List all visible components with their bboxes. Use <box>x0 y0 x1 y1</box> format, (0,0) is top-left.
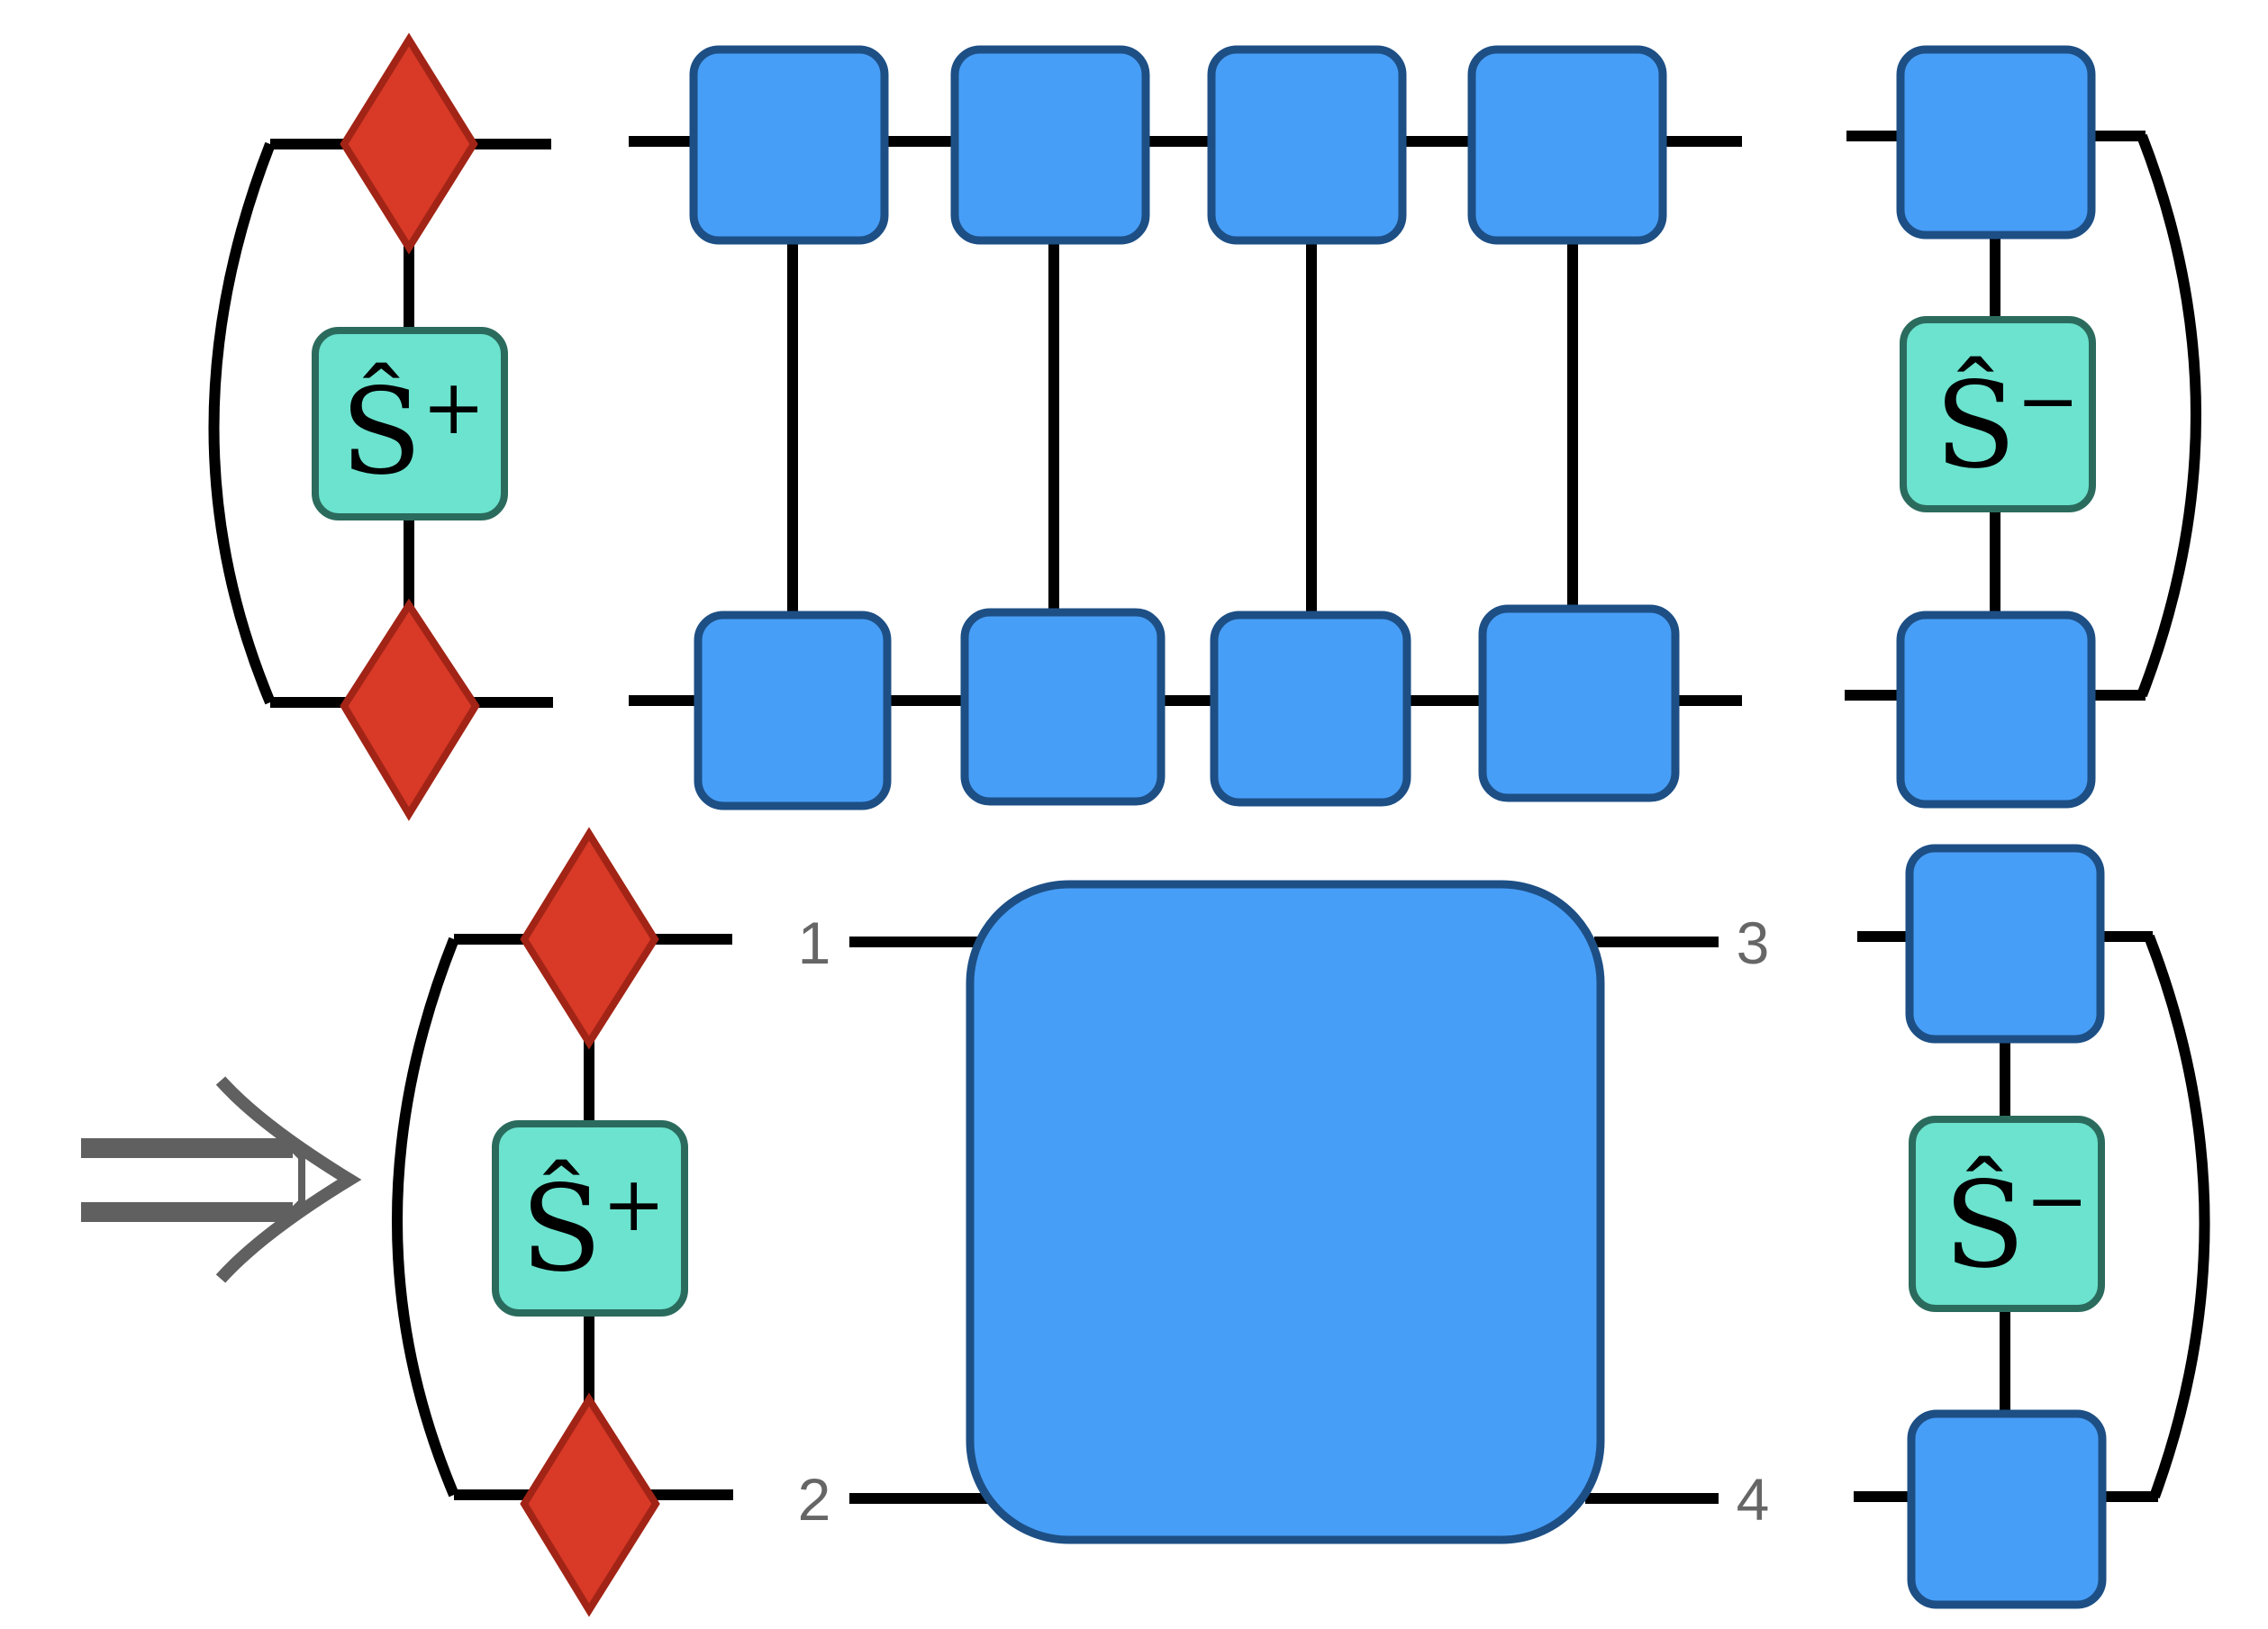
top-left-lower-diamond <box>340 598 480 821</box>
top-lower-tensor-4 <box>1478 604 1680 802</box>
top-lower-tensor-3 <box>1210 611 1411 807</box>
top-left-arc <box>208 141 276 705</box>
top-s-minus-box <box>1900 316 2096 512</box>
top-s-minus-label: Ŝ− <box>1935 355 2080 495</box>
bottom-right-upper-tensor <box>1905 844 2105 1044</box>
bottom-left-arc <box>392 937 459 1498</box>
top-right-environment: Ŝ− <box>1845 45 2201 809</box>
bottom-right-arc <box>2144 934 2210 1499</box>
top-upper-tensor-3 <box>1207 45 1407 245</box>
top-s-plus-label: Ŝ+ <box>340 361 485 502</box>
top-upper-tensor-4 <box>1467 45 1667 245</box>
top-right-upper-tensor <box>1896 45 2096 240</box>
bottom-right-lower-tensor <box>1907 1409 2107 1609</box>
port-label-1: 1 <box>798 910 831 976</box>
top-lower-tensor-2 <box>960 608 1166 806</box>
bottom-network: Ŝ+ 1 2 3 4 Ŝ− <box>392 827 2210 1617</box>
top-lower-chain <box>629 604 1742 810</box>
top-lower-tensor-1 <box>694 611 892 810</box>
top-network: Ŝ+ <box>208 32 2201 821</box>
double-right-arrow-icon <box>81 1076 362 1283</box>
top-left-environment: Ŝ+ <box>208 32 553 821</box>
bottom-s-minus-label: Ŝ− <box>1944 1154 2089 1295</box>
top-right-lower-tensor <box>1896 611 2096 809</box>
contracted-tensor-group: 1 2 3 4 <box>798 880 1770 1544</box>
top-s-plus-box <box>312 327 508 520</box>
port-label-3: 3 <box>1737 910 1770 976</box>
top-left-upper-diamond <box>340 32 478 255</box>
bottom-left-upper-diamond <box>520 827 659 1050</box>
port-label-4: 4 <box>1737 1466 1770 1533</box>
contracted-tensor <box>966 880 1605 1544</box>
top-right-arc <box>2136 133 2201 698</box>
top-upper-tensor-1 <box>689 45 889 245</box>
port-label-2: 2 <box>798 1466 831 1533</box>
top-upper-chain <box>629 45 1742 621</box>
bottom-s-plus-box <box>492 1120 688 1317</box>
bottom-left-lower-diamond <box>520 1392 660 1617</box>
top-upper-tensor-2 <box>950 45 1150 245</box>
bottom-s-plus-label: Ŝ+ <box>521 1158 666 1299</box>
bottom-right-environment: Ŝ− <box>1854 844 2210 1609</box>
bottom-left-environment: Ŝ+ <box>392 827 733 1617</box>
bottom-s-minus-box <box>1909 1116 2105 1312</box>
